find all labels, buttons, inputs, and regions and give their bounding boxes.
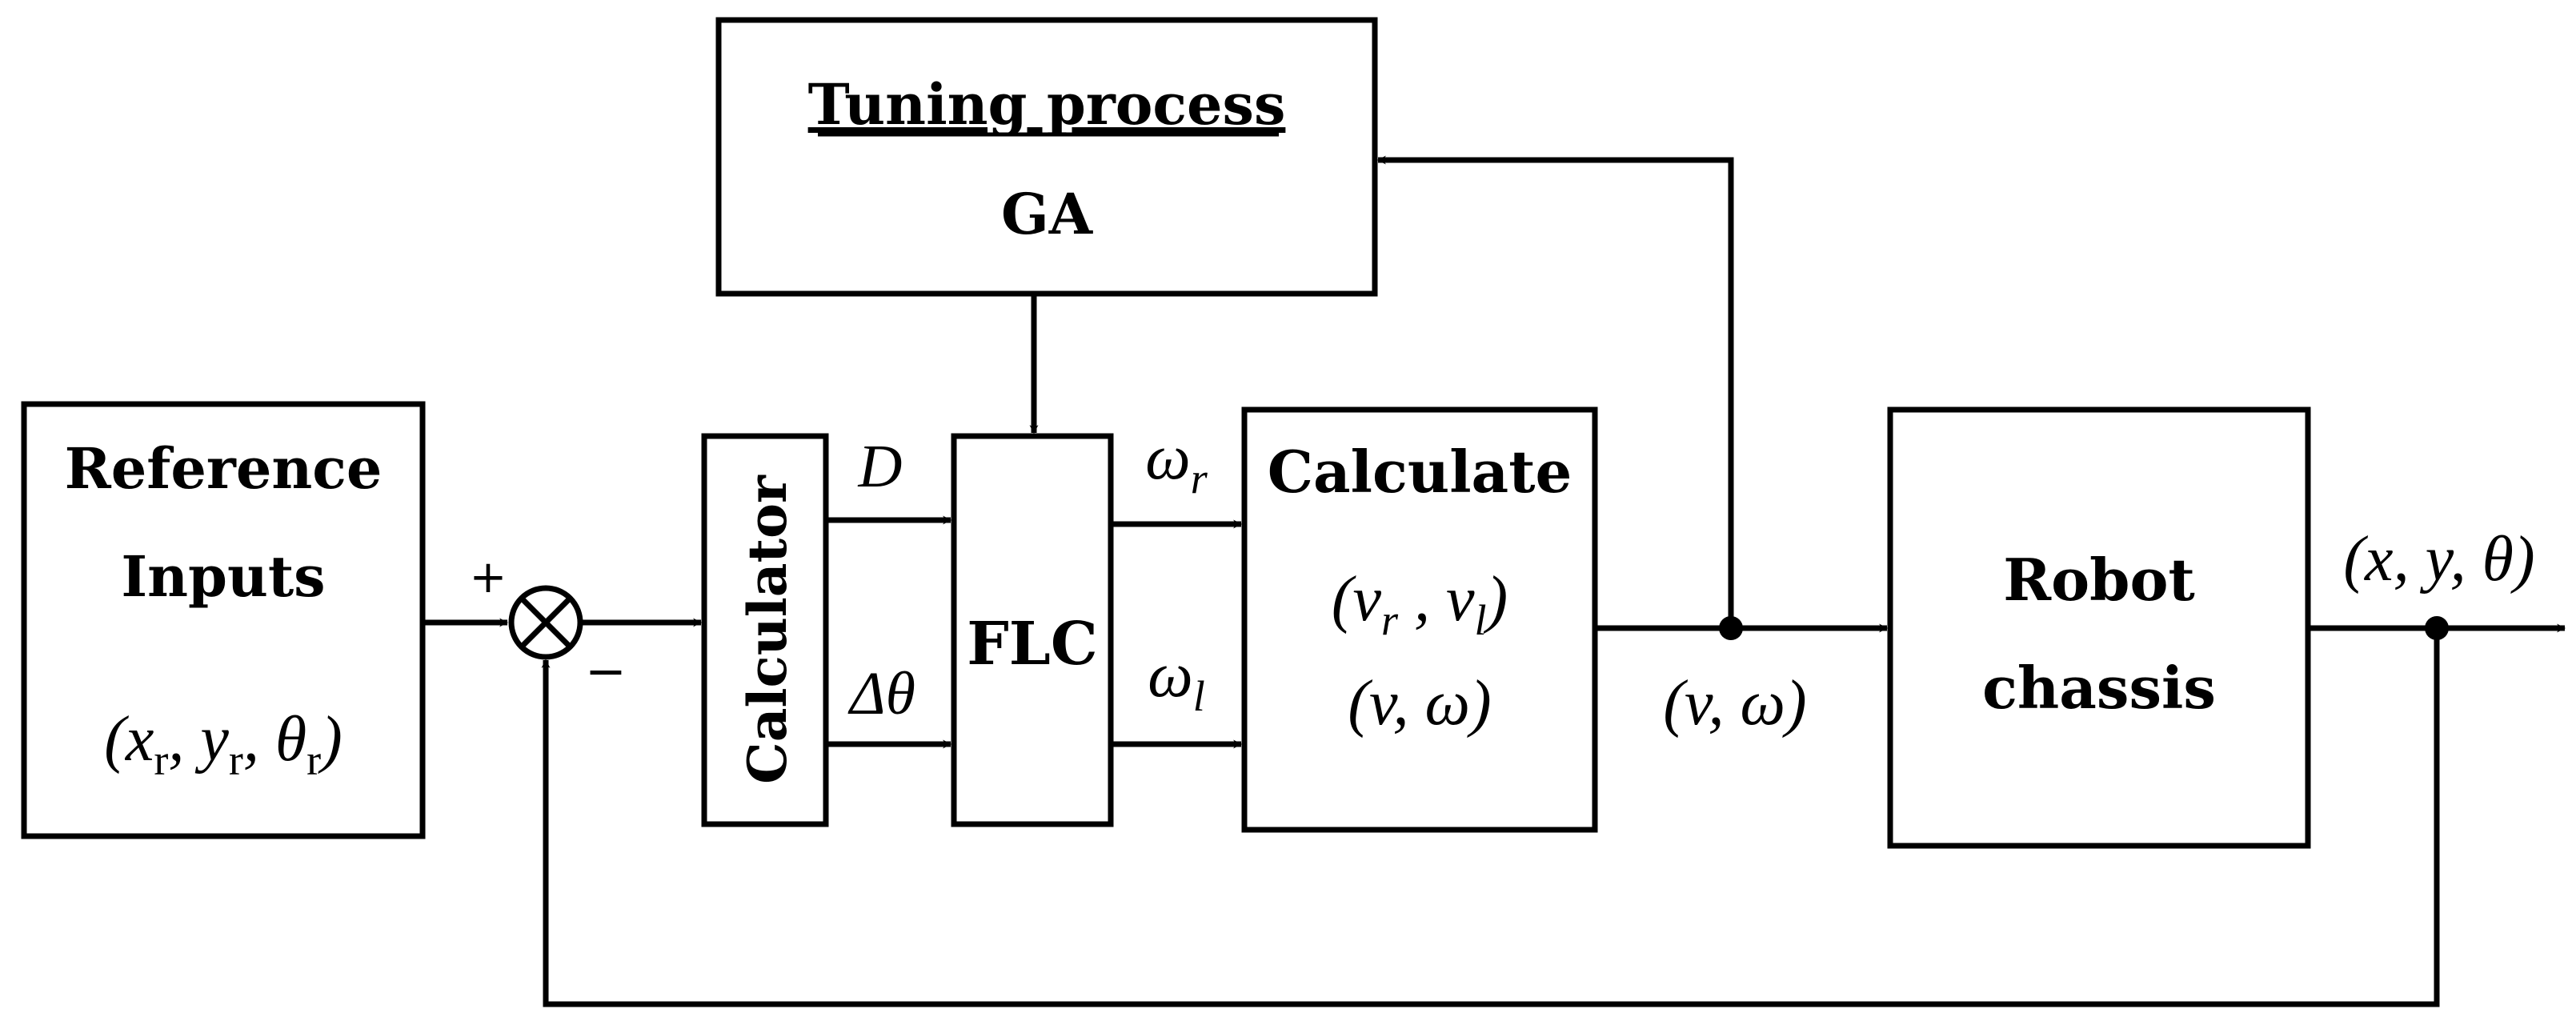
body-velocities: (v, ω) (1348, 668, 1491, 739)
calculate-block: Calculate (vr , vl) (v, ω) (1241, 406, 1598, 833)
omega-l-label: ωl (1148, 640, 1205, 720)
summing-junction (508, 585, 583, 660)
omega-r-label: ωr (1145, 422, 1208, 502)
calculator-label: Calculator (736, 474, 799, 784)
chassis-label: chassis (1982, 654, 2216, 722)
pose-output-label: (x, y, θ) (2343, 524, 2534, 595)
distance-label: D (858, 433, 903, 500)
calculator-block: Calculator (701, 433, 829, 827)
tuning-title: Tuning process (808, 71, 1286, 138)
velocity-feedback-to-tuning (1376, 155, 1734, 628)
robot-chassis-block: Robot chassis (1887, 406, 2311, 849)
tuning-process-block: Tuning process GA (715, 17, 1378, 297)
pose-branch-dot (2425, 616, 2449, 640)
minus-sign: − (585, 642, 627, 700)
velocity-branch-dot (1719, 616, 1743, 640)
flc-block: FLC (951, 433, 1114, 827)
plus-sign: + (470, 551, 507, 603)
delta-theta-label: Δθ (847, 660, 915, 727)
reference-inputs-block: Reference Inputs (xr, yr, θr) (21, 401, 426, 839)
reference-label: Reference (65, 435, 383, 502)
inputs-label: Inputs (121, 543, 325, 610)
ga-label: GA (1001, 181, 1094, 247)
flc-label: FLC (967, 610, 1097, 679)
velocity-signal-label: (v, ω) (1663, 668, 1806, 739)
robot-label: Robot (2003, 546, 2194, 614)
reference-vector: (xr, yr, θr) (104, 704, 343, 784)
wheel-velocities: (vr , vl) (1332, 564, 1508, 644)
pose-feedback-arrow (541, 628, 2440, 1007)
calculate-title: Calculate (1268, 438, 1572, 506)
